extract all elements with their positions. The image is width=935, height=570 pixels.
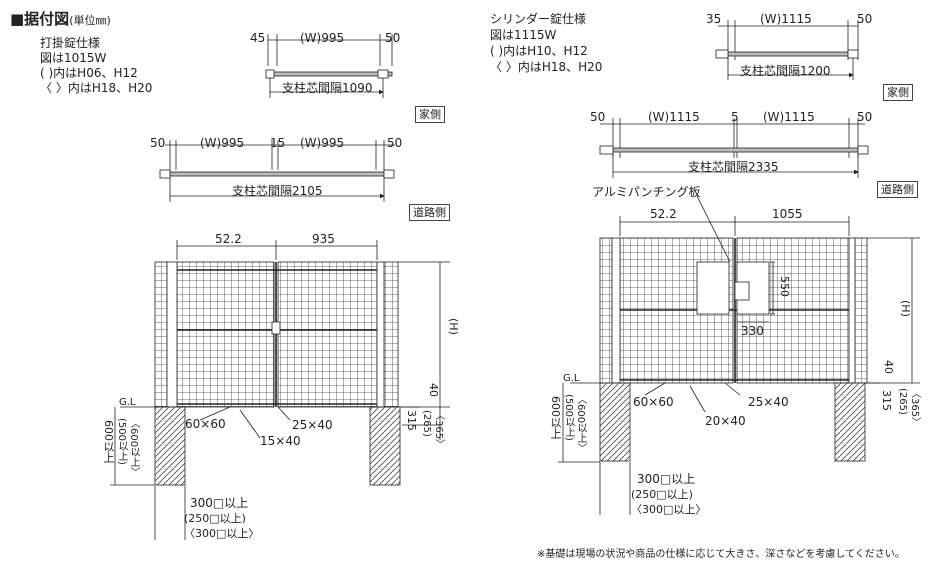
right-panel-dim-1: 330 (741, 324, 764, 338)
left-plan-single (265, 34, 393, 98)
right-height-label: (H) (899, 300, 912, 317)
left-bottom-dim-2: (265) (421, 410, 432, 437)
right-panel-label: アルミパンチング板 (592, 185, 701, 199)
right-depth-2: 〈600以上〉 (575, 394, 586, 454)
left-spec-3: 〈 〉内はH18、H20 (40, 81, 153, 95)
right-panel-dim-0: 550 (778, 276, 791, 297)
right-top-pitch: 支柱芯間隔1200 (740, 64, 831, 78)
right-size-2: 20×40 (705, 414, 746, 428)
right-top-dim-0: 35 (706, 12, 722, 26)
left-width-2: 〈300□以上〉 (184, 527, 260, 540)
title-main: ■据付図 (10, 10, 70, 28)
left-top-dim-2: 50 (385, 31, 401, 45)
right-spec-1: 図は1115W (490, 28, 557, 42)
right-mid-pitch: 支柱芯間隔2335 (688, 160, 779, 174)
right-mid-side: 道路側 (877, 181, 918, 198)
left-depth-1: (500以上) (116, 418, 127, 465)
right-gl: G.L (563, 373, 580, 384)
left-width-1: (250□以上) (184, 512, 246, 525)
right-size-0: 60×60 (633, 395, 674, 409)
left-spec-2: ( )内はH06、H12 (40, 66, 138, 80)
left-depth-0: 600以上 (102, 420, 115, 463)
left-size-1: 25×40 (292, 418, 333, 432)
left-spec-0: 打掛錠仕様 (40, 36, 101, 50)
right-size-1: 25×40 (748, 395, 789, 409)
left-size-0: 60×60 (185, 417, 226, 431)
right-elevation (558, 195, 920, 515)
left-plan-double (159, 140, 395, 202)
left-mid-dim-0: 50 (150, 136, 166, 150)
right-spec-0: シリンダー錠仕様 (490, 12, 587, 26)
page-title: ■据付図(単位㎜) (10, 10, 111, 30)
left-mid-dim-3: (W)995 (300, 136, 345, 150)
right-width-0: 300□以上 (637, 472, 696, 486)
right-mid-dim-1: (W)1115 (648, 110, 700, 124)
left-top-dim-0: 45 (250, 31, 266, 45)
right-plan-single (715, 20, 859, 80)
right-spec-3: 〈 〉内はH18、H20 (490, 60, 603, 74)
right-spec-2: ( )内はH10、H12 (490, 44, 588, 58)
left-bottom-dim-0: 40 (427, 383, 440, 397)
left-mid-dim-2: 15 (270, 136, 286, 150)
right-mid-dim-4: 50 (857, 110, 873, 124)
left-mid-dim-1: (W)995 (200, 136, 245, 150)
left-width-0: 300□以上 (190, 496, 249, 510)
right-bottom-dim-0: 40 (882, 360, 895, 374)
left-front-dim-1: 935 (312, 232, 335, 246)
left-elevation (110, 240, 450, 540)
left-height-label: (H) (447, 318, 460, 335)
right-top-side: 家側 (883, 84, 913, 101)
left-bottom-dim-1: 315 (405, 410, 418, 431)
right-mid-dim-0: 50 (590, 110, 606, 124)
right-bottom-dim-2: (265) (897, 388, 908, 415)
right-bottom-dim-3: 〈365〉 (909, 388, 920, 428)
left-top-pitch: 支柱芯間隔1090 (282, 81, 373, 95)
right-mid-dim-3: (W)1115 (763, 110, 815, 124)
left-mid-side: 道路側 (409, 204, 450, 221)
title-unit: (単位㎜) (69, 14, 111, 27)
right-front-dim-1: 1055 (772, 207, 803, 221)
right-depth-0: 600以上 (549, 396, 562, 439)
left-gl: G.L (119, 397, 136, 408)
left-mid-dim-4: 50 (387, 136, 403, 150)
right-depth-1: (500以上) (563, 394, 574, 441)
left-bottom-dim-3: 〈365〉 (433, 410, 444, 450)
left-depth-2: 〈600以上〉 (128, 418, 139, 478)
right-plan-double (599, 118, 869, 178)
right-width-1: (250□以上) (631, 488, 693, 501)
left-top-side: 家側 (415, 106, 445, 123)
footnote: ※基礎は現場の状況や商品の仕様に応じて大きさ、深さなどを考慮してください。 (537, 549, 905, 560)
left-top-dim-1: (W)995 (300, 31, 345, 45)
right-front-dim-0: 52.2 (650, 207, 677, 221)
right-top-dim-2: 50 (857, 12, 873, 26)
left-mid-pitch: 支柱芯間隔2105 (232, 184, 323, 198)
left-spec-1: 図は1015W (40, 51, 107, 65)
right-mid-dim-2: 5 (731, 110, 739, 124)
left-size-2: 15×40 (260, 434, 301, 448)
right-bottom-dim-1: 315 (880, 390, 893, 411)
right-width-2: 〈300□以上〉 (631, 503, 707, 516)
left-front-dim-0: 52.2 (215, 232, 242, 246)
right-top-dim-1: (W)1115 (760, 12, 812, 26)
